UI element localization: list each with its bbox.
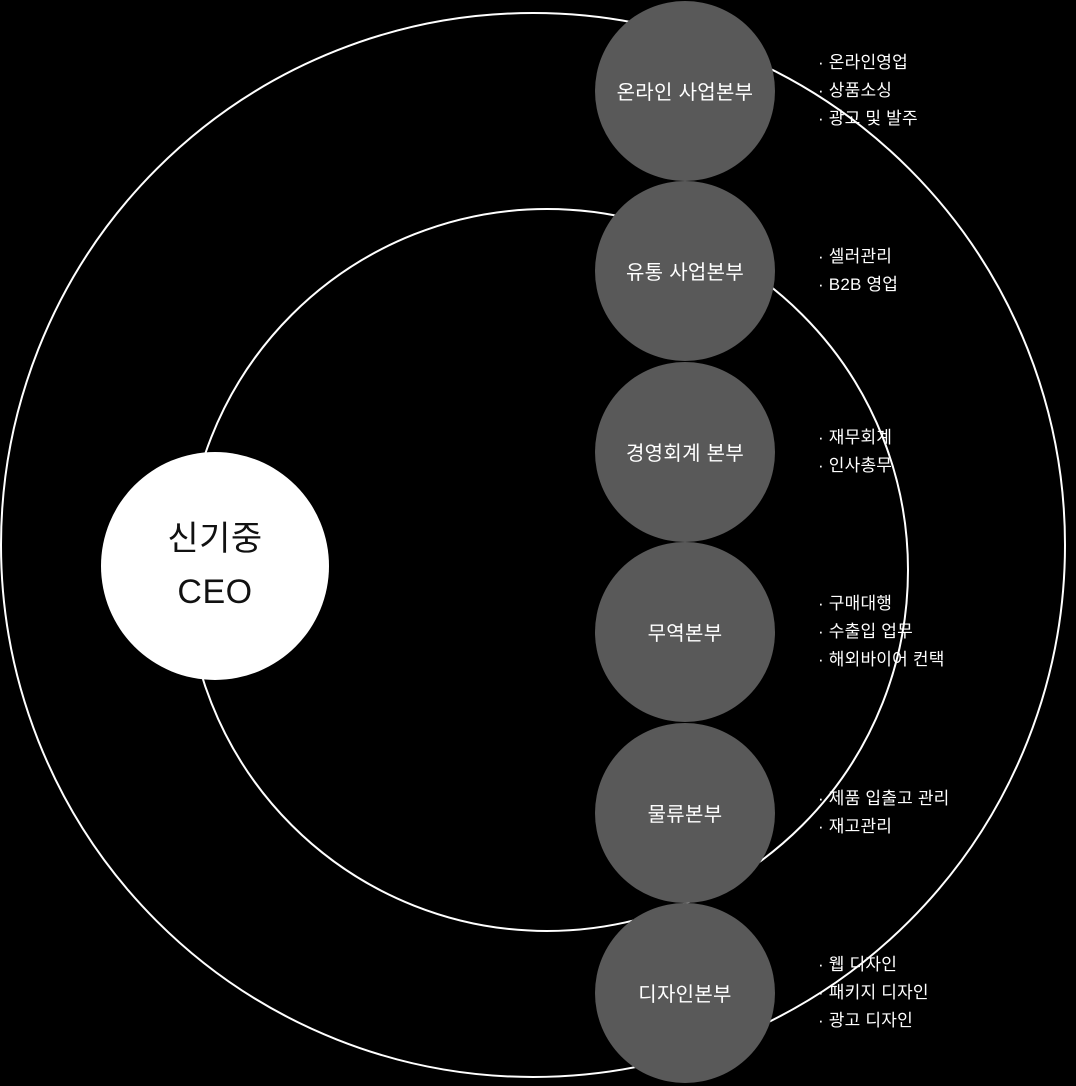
dept-node-online: 온라인 사업본부 · 온라인영업 · 상품소싱 · 광고 및 발주 xyxy=(595,0,918,181)
dept-label: 디자인본부 xyxy=(638,984,732,1006)
dept-label: 온라인 사업본부 xyxy=(616,82,754,104)
dept-item: · 재고관리 xyxy=(818,816,893,836)
dept-circle-trade: 무역본부 xyxy=(595,541,775,722)
dept-item: · 해외바이어 컨택 xyxy=(818,649,945,669)
dept-circle-logistics: 물류본부 xyxy=(595,722,775,903)
dept-item: · 상품소싱 xyxy=(818,80,893,100)
dept-item: · 광고 디자인 xyxy=(818,1010,913,1030)
dept-item: · 온라인영업 xyxy=(818,52,908,72)
dept-node-accounting: 경영회계 본부 · 재무회계 · 인사총무 xyxy=(595,361,892,542)
dept-node-logistics: 물류본부 · 제품 입출고 관리 · 재고관리 xyxy=(595,722,950,903)
dept-item: · 인사총무 xyxy=(818,455,893,475)
dept-node-distribution: 유통 사업본부 · 셀러관리 · B2B 영업 xyxy=(595,180,898,361)
dept-items-list: · 웹 디자인 · 패키지 디자인 · 광고 디자인 xyxy=(818,951,929,1035)
dept-label: 유통 사업본부 xyxy=(625,262,745,284)
dept-item: · 수출입 업무 xyxy=(818,621,913,641)
dept-node-trade: 무역본부 · 구매대행 · 수출입 업무 · 해외바이어 컨택 xyxy=(595,541,945,722)
outer-ring xyxy=(0,12,1066,1078)
dept-node-design: 디자인본부 · 웹 디자인 · 패키지 디자인 · 광고 디자인 xyxy=(595,902,929,1083)
dept-items-list: · 구매대행 · 수출입 업무 · 해외바이어 컨택 xyxy=(818,590,945,674)
dept-circle-online: 온라인 사업본부 xyxy=(595,0,775,181)
dept-label: 물류본부 xyxy=(647,804,723,826)
dept-item: · 재무회계 xyxy=(818,427,893,447)
dept-item: · 구매대행 xyxy=(818,593,893,613)
dept-items-list: · 제품 입출고 관리 · 재고관리 xyxy=(818,785,950,841)
dept-item: · 제품 입출고 관리 xyxy=(818,788,950,808)
dept-items-list: · 셀러관리 · B2B 영업 xyxy=(818,243,898,299)
dept-label: 경영회계 본부 xyxy=(625,443,745,465)
ceo-title: CEO xyxy=(177,573,253,611)
ceo-name: 신기중 xyxy=(167,520,263,559)
dept-items-list: · 재무회계 · 인사총무 xyxy=(818,424,892,480)
dept-circle-accounting: 경영회계 본부 xyxy=(595,361,775,542)
dept-label: 무역본부 xyxy=(647,623,723,645)
dept-items-list: · 온라인영업 · 상품소싱 · 광고 및 발주 xyxy=(818,49,918,133)
dept-circle-design: 디자인본부 xyxy=(595,902,775,1083)
dept-item: · 패키지 디자인 xyxy=(818,982,929,1002)
ceo-node: 신기중 CEO xyxy=(101,452,329,680)
dept-item: · 셀러관리 xyxy=(818,246,893,266)
dept-item: · 웹 디자인 xyxy=(818,954,898,974)
dept-circle-distribution: 유통 사업본부 xyxy=(595,180,775,361)
dept-item: · B2B 영업 xyxy=(818,274,899,294)
dept-item: · 광고 및 발주 xyxy=(818,108,918,128)
